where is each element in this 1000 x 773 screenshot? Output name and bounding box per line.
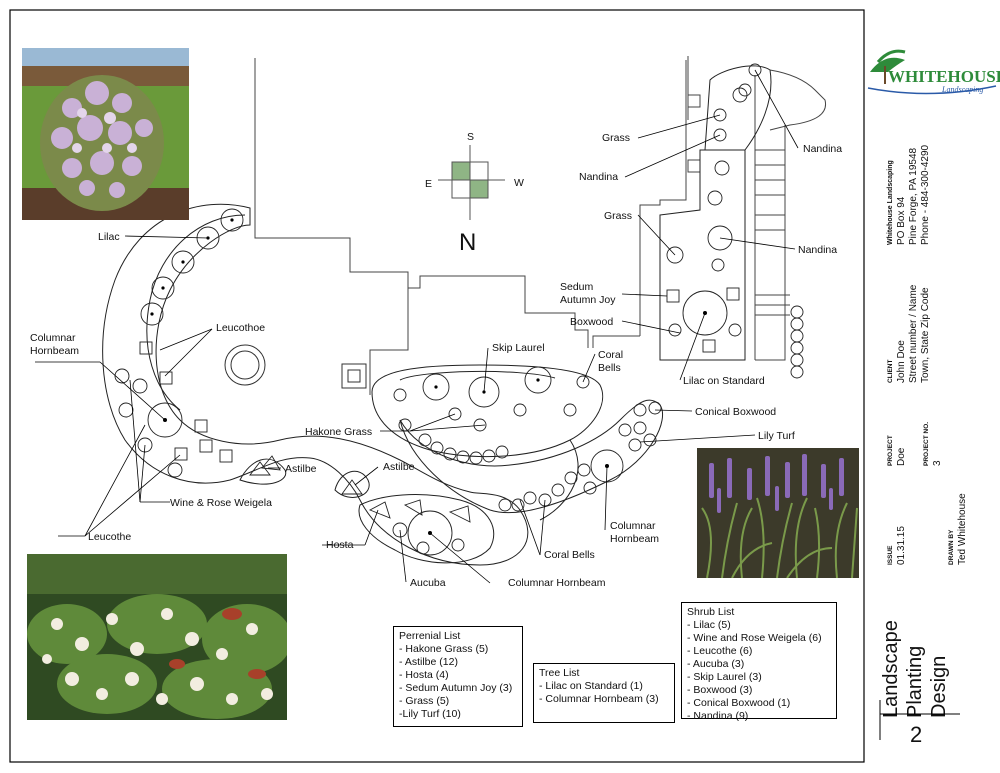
label-coral-bells-1: Coral Bells: [544, 549, 595, 561]
label-aucuba: Aucuba: [410, 577, 446, 589]
planter-square: [341, 363, 367, 389]
shrub-list: Shrub List - Lilac (5) - Wine and Rose W…: [681, 602, 837, 722]
label-lilac: Lilac: [98, 231, 120, 243]
label-hosta: Hosta: [326, 539, 354, 551]
compass-w-label: W: [514, 177, 524, 189]
compass-n-label: N: [459, 229, 476, 256]
label-nandina-2: Nandina: [803, 143, 842, 155]
project-heading: PROJECT: [887, 435, 894, 466]
label-lilac-standard: Lilac on Standard: [683, 375, 765, 387]
list-item: - Columnar Hornbeam (3): [539, 693, 659, 705]
label-leucothe: Leucothe: [88, 531, 131, 543]
shrub-list-title: Shrub List: [687, 606, 735, 618]
label-astilbe-2: Astilbe: [383, 461, 415, 473]
label-nandina-3: Nandina: [798, 244, 837, 256]
label-astilbe-1: Astilbe: [285, 463, 317, 475]
leader-lines: [35, 69, 799, 584]
logo-wordmark: WHITEHOUSE: [888, 67, 1000, 86]
label-columnar-hornbeam-2: Columnar Hornbeam: [508, 577, 606, 589]
label-conical-boxwood: Conical Boxwood: [695, 406, 776, 418]
list-item: - Wine and Rose Weigela (6): [687, 632, 822, 644]
address-line-0: Whitehouse Landscaping: [887, 160, 894, 245]
list-item: - Hosta (4): [399, 669, 449, 681]
list-item: - Boxwood (3): [687, 684, 753, 696]
label-sedum-a: Sedum: [560, 281, 594, 293]
house-outline: [254, 56, 827, 395]
compass-e-label: E: [425, 178, 432, 190]
list-item: - Skip Laurel (3): [687, 671, 762, 683]
label-sedum-b: Autumn Joy: [560, 294, 616, 306]
list-item: -Lily Turf (10): [399, 708, 461, 720]
lilac-photo: [22, 48, 189, 220]
label-coral-bells-2a: Coral: [598, 349, 623, 361]
title-block: WHITEHOUSE Landscaping Whitehouse Landsc…: [867, 49, 1000, 747]
company-logo: WHITEHOUSE Landscaping: [867, 49, 1000, 95]
list-item: - Lilac on Standard (1): [539, 680, 643, 692]
drawing-frame: [9, 9, 865, 763]
list-item: - Astilbe (12): [399, 656, 458, 668]
sheet-title-line2: Planting: [904, 646, 926, 718]
label-columnar-hornbeam-1b: Hornbeam: [30, 345, 79, 357]
list-item: - Lilac (5): [687, 619, 731, 631]
sheet-number: 2: [910, 722, 922, 747]
client-heading: CLIENT: [887, 360, 894, 384]
label-skip-laurel: Skip Laurel: [492, 342, 545, 354]
address-line-1: PO Box 94: [896, 196, 907, 245]
label-hakone-grass: Hakone Grass: [305, 426, 372, 438]
perennial-list-title: Perrenial List: [399, 630, 461, 642]
list-item: - Aucuba (3): [687, 658, 745, 670]
sheet-title-line1: Landscape: [880, 620, 902, 718]
label-boxwood: Boxwood: [570, 316, 613, 328]
issue-value: 01.31.15: [896, 526, 907, 565]
client-line-2: Town, State Zip Code: [920, 287, 931, 383]
tree-list-title: Tree List: [539, 667, 580, 679]
drawn-by-value: Ted Whitehouse: [957, 493, 968, 565]
label-lily-turf: Lily Turf: [758, 430, 795, 442]
address-line-3: Phone - 484-300-4290: [920, 144, 931, 245]
compass-s-label: S: [467, 131, 474, 143]
label-columnar-hornbeam-1a: Columnar: [30, 332, 76, 344]
issue-heading: ISSUE: [887, 545, 894, 565]
list-item: - Nandina (9): [687, 710, 749, 722]
client-line-0: John Doe: [896, 340, 907, 383]
plant-dots: [150, 218, 707, 535]
list-item: - Sedum Autumn Joy (3): [399, 682, 513, 694]
perennial-list: Perrenial List - Hakone Grass (5) - Asti…: [393, 626, 523, 727]
tree-list: Tree List - Lilac on Standard (1) - Colu…: [533, 663, 675, 723]
drawn-by-heading: DRAWN BY: [948, 529, 955, 565]
project-no-heading: PROJECT NO.: [923, 422, 930, 466]
project-no-value: 3: [932, 460, 943, 466]
project-value: Doe: [896, 447, 907, 466]
label-columnar-hornbeam-3a: Columnar: [610, 520, 656, 532]
compass: [438, 145, 505, 220]
label-nandina-1: Nandina: [579, 171, 618, 183]
label-leucothoe: Leucothoe: [216, 322, 265, 334]
label-wine-rose-weigela: Wine & Rose Weigela: [170, 497, 272, 509]
leucothoe-photo: [27, 554, 287, 720]
list-item: - Conical Boxwood (1): [687, 697, 791, 709]
astilbe-symbols: [249, 455, 363, 495]
lily-turf-photo: [697, 448, 859, 578]
label-grass-1: Grass: [602, 132, 630, 144]
planting-beds: [102, 65, 772, 566]
label-coral-bells-2b: Bells: [598, 362, 621, 374]
logo-tagline: Landscaping: [941, 85, 983, 94]
list-item: - Leucothe (6): [687, 645, 753, 657]
label-columnar-hornbeam-3b: Hornbeam: [610, 533, 659, 545]
label-grass-2: Grass: [604, 210, 632, 222]
client-line-1: Street number / Name: [908, 284, 919, 383]
list-item: - Grass (5): [399, 695, 450, 707]
sheet-title-line3: Design: [928, 656, 950, 718]
bird-bath-circle: [224, 344, 266, 386]
list-item: - Hakone Grass (5): [399, 643, 489, 655]
address-line-2: Pine Forge, PA 19548: [908, 147, 919, 245]
